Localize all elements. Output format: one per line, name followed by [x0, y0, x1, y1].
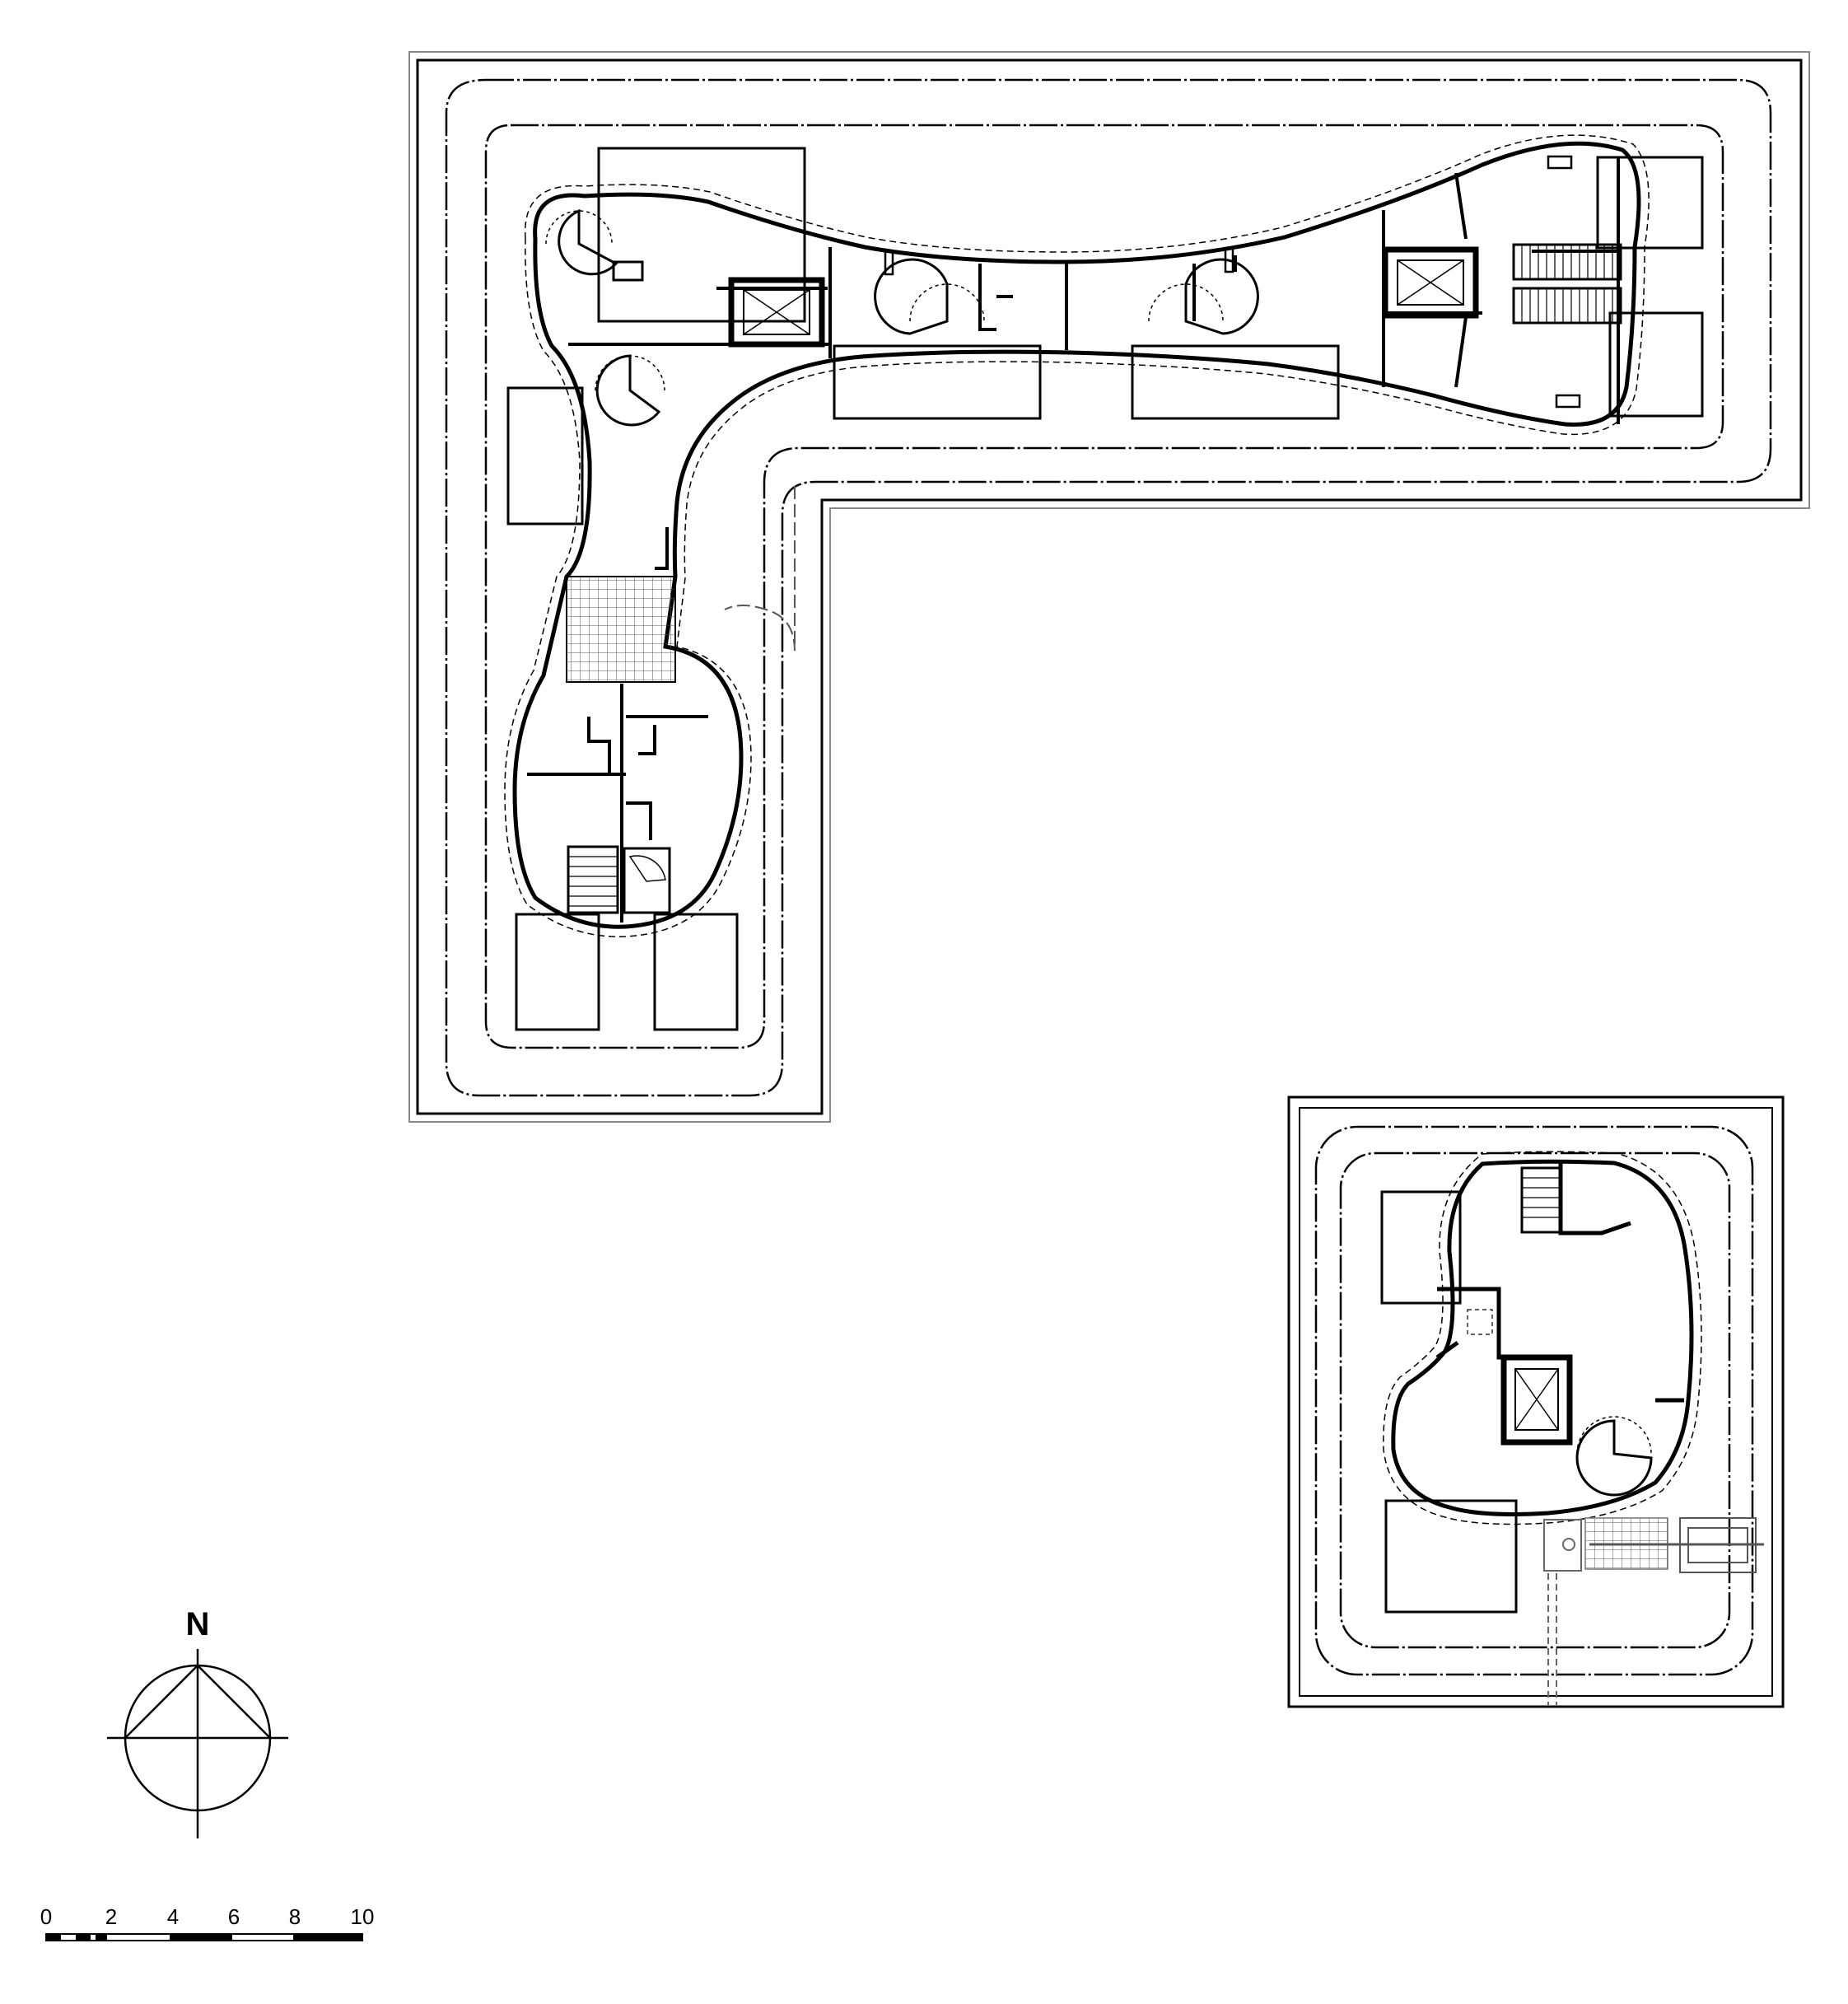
square-inner-rail: [1339, 1151, 1731, 1649]
entrance-steps: [1543, 1519, 1582, 1705]
fixture: [1555, 394, 1581, 409]
scale-tick-0: 0: [40, 1904, 52, 1929]
straight-stair-icon: [1512, 287, 1622, 325]
scale-tick-4: 4: [167, 1904, 179, 1929]
square-building-footprint: [1391, 1159, 1694, 1516]
spiral-stair-icon: [595, 354, 665, 427]
square-outer-rail: [1314, 1125, 1754, 1676]
l-building-footprint: [512, 141, 1641, 929]
entrance-gate: [1589, 1517, 1764, 1573]
spiral-stair-icon: [1575, 1416, 1653, 1497]
scale-tick-10: 10: [351, 1904, 375, 1929]
fixture: [1224, 247, 1234, 273]
spiral-stair-icon: [545, 208, 618, 276]
square-building-outer-boundary: [1287, 1095, 1785, 1708]
l-building-outer-rail: [445, 78, 1772, 1097]
terrace-south-mid-right: [1131, 344, 1340, 420]
scale-tick-2: 2: [105, 1904, 117, 1929]
terrace-south-mid-left: [833, 344, 1042, 420]
terrace-south-left: [515, 913, 600, 1031]
terrace-north-west: [597, 147, 806, 323]
fixture: [612, 260, 644, 282]
l-building-mid-rail: [724, 486, 796, 652]
dashed-opening: [1467, 1309, 1493, 1335]
spiral-stair-icon: [1148, 258, 1259, 335]
l-building-interior-walls: [527, 156, 1620, 923]
l-building-outer-boundary: [408, 51, 1810, 1123]
terrace-south-east: [1608, 311, 1704, 418]
terrace-north-east: [1596, 156, 1704, 250]
straight-stair-icon: [1512, 243, 1622, 281]
scale-tick-8: 8: [289, 1904, 301, 1929]
fixture: [1547, 155, 1573, 170]
l-building-footprint-offset: [504, 134, 1650, 937]
square-terrace-south: [1384, 1499, 1518, 1614]
l-building-inner-boundary: [416, 58, 1803, 1115]
square-building-footprint-offset: [1383, 1151, 1702, 1525]
straight-stair-icon: [1520, 1166, 1562, 1234]
l-shaped-building: [408, 51, 1810, 1123]
square-building: [1287, 1095, 1785, 1708]
l-building-inner-rail: [484, 124, 1724, 1049]
terrace-south-right: [653, 913, 739, 1031]
elevator-shaft-icon: [1382, 246, 1479, 319]
terrace-west: [506, 386, 584, 526]
square-terrace-north: [1380, 1190, 1462, 1305]
north-arrow: N: [107, 1606, 288, 1838]
elevator-shaft-icon: [728, 277, 825, 348]
elevator-shaft-icon: [1500, 1354, 1573, 1446]
north-label: N: [186, 1606, 210, 1642]
straight-stair-icon: [567, 845, 619, 914]
scale-bar: 0 2 4 6 8 10: [40, 1904, 375, 1941]
scale-bar-segments: [45, 1933, 363, 1941]
square-building-inner-boundary: [1299, 1107, 1773, 1697]
grid-walkway-north: [566, 576, 676, 683]
spiral-stair-icon: [623, 847, 671, 914]
spiral-stair-icon: [874, 258, 985, 335]
north-arrow-icon: [107, 1649, 288, 1838]
fixture: [884, 250, 894, 276]
scale-tick-6: 6: [228, 1904, 240, 1929]
